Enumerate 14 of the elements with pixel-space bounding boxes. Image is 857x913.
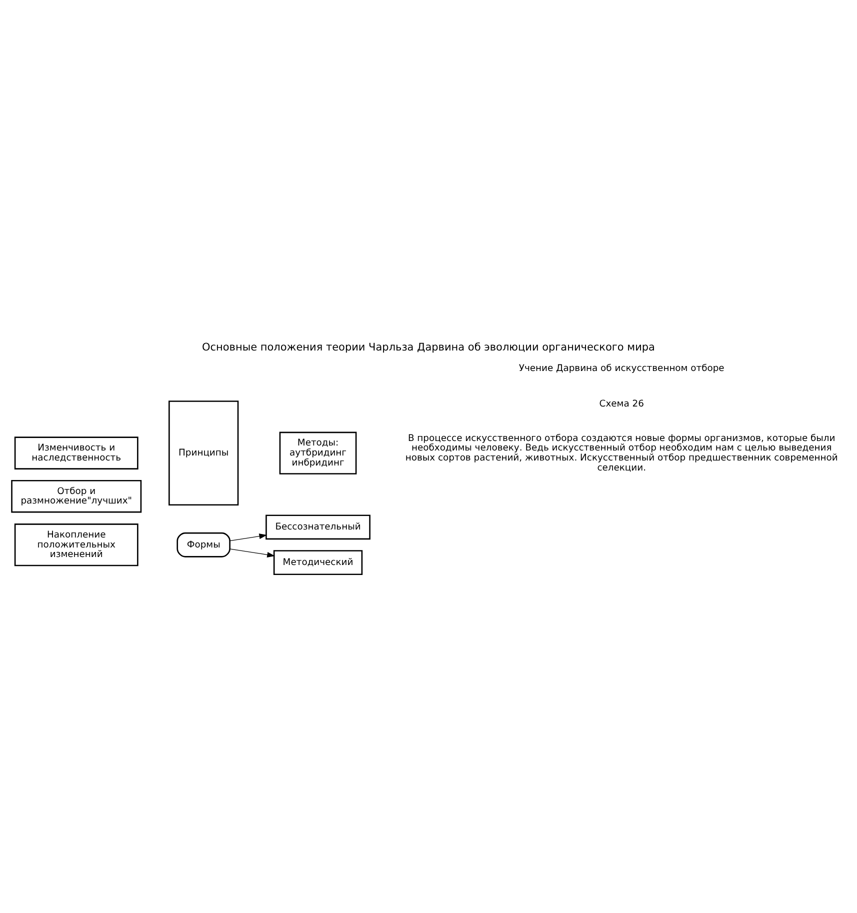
node-box: Методический (273, 550, 363, 575)
arrow (230, 533, 268, 541)
node-box: Отбор и размножение"лучших" (11, 479, 142, 512)
label: Учение Дарвина об искусственном отборе (518, 362, 724, 374)
node-box: Формы (176, 532, 230, 557)
label: В процессе искусственного отбора создаются новые формы организмов, которые были необходимы человеку. Ведь искусственный отбор необходим нам с целью выведения новых сортов растений, животных. Искусственный отбор предшественник современной селекции. (405, 432, 838, 473)
node-box: Методы: аутбридинг инбридинг (279, 431, 357, 474)
node-box: Изменчивость и наследственность (14, 436, 138, 469)
label: Схема 26 (599, 398, 644, 409)
node-box: Накопление положительных изменений (14, 523, 138, 566)
arrow (230, 548, 276, 557)
node-box: Принципы (168, 400, 239, 506)
diagram-title: Основные положения теории Чарльза Дарвина об эволюции органического мира (202, 341, 655, 354)
node-box: Бессознательный (266, 514, 370, 540)
